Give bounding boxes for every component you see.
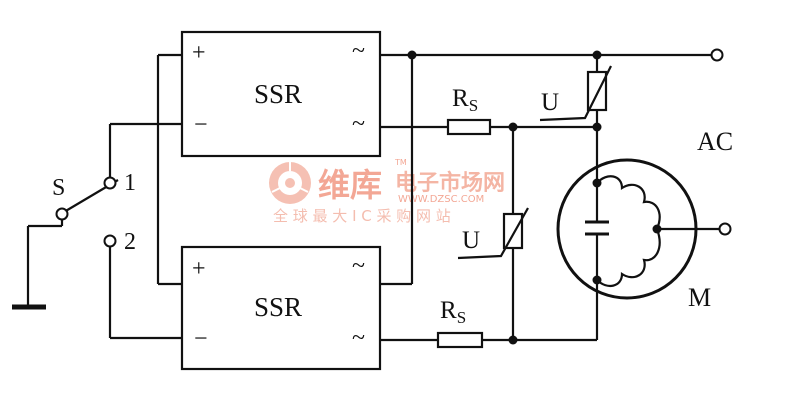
- ac-terminal-neutral: [718, 222, 732, 236]
- varistor-mid-label: U: [462, 227, 480, 254]
- switch-pos1-label: 1: [124, 170, 136, 196]
- winding-main: [596, 175, 661, 230]
- ssr-bottom: SSR + − ~ ~: [180, 245, 382, 371]
- watermark-site: 电子市场网: [395, 170, 505, 196]
- ssr-bottom-plus: +: [192, 256, 206, 282]
- ssr-top-minus: −: [194, 112, 208, 138]
- switch-pos2-label: 2: [124, 229, 136, 255]
- ssr-top: SSR + − ~ ~: [180, 30, 382, 158]
- resistor-top-label: RS: [452, 85, 478, 115]
- motor-housing: [556, 158, 698, 300]
- ac-label: AC: [697, 127, 733, 156]
- ac-supply: AC: [697, 48, 733, 236]
- ssr-top-plus: +: [192, 40, 206, 66]
- switch-common-terminal: [55, 207, 69, 221]
- watermark-tagline: 全 球 最 大 I C 采 购 网 站: [273, 207, 451, 225]
- ssr-bottom-minus: −: [194, 326, 208, 352]
- motor-label: M: [688, 283, 711, 312]
- ac-terminal-line: [710, 48, 724, 62]
- ssr-bottom-ac2: ~: [352, 325, 365, 351]
- resistor-bottom-label: RS: [440, 297, 466, 327]
- winding-aux: [596, 228, 661, 288]
- switch-terminal-1: [103, 176, 117, 190]
- ssr-bottom-ac1: ~: [352, 253, 365, 279]
- varistor-top: U: [539, 65, 612, 122]
- motor-m: M: [556, 158, 711, 312]
- ssr-top-ac2: ~: [352, 111, 365, 137]
- ssr-top-label: SSR: [254, 79, 302, 109]
- junctions: [407, 50, 602, 345]
- ssr-top-ac1: ~: [352, 38, 365, 64]
- resistor-bottom: RS: [436, 297, 484, 349]
- switch-terminal-2: [103, 234, 117, 248]
- varistor-top-label: U: [541, 89, 559, 116]
- watermark-title: 维库: [318, 166, 382, 204]
- watermark-logo-icon: [269, 162, 311, 204]
- watermark-tm: TM: [394, 158, 407, 167]
- switch-s: S 1 2: [52, 170, 136, 255]
- watermark: 维库 电子市场网 TM WWW.DZSC.COM 全 球 最 大 I C 采 购…: [269, 158, 505, 225]
- switch-label: S: [52, 175, 65, 201]
- varistor-mid: U: [457, 207, 529, 260]
- resistor-top: RS: [446, 85, 492, 136]
- watermark-url: WWW.DZSC.COM: [398, 194, 484, 205]
- wiring: [12, 53, 720, 342]
- ssr-bottom-label: SSR: [254, 292, 302, 322]
